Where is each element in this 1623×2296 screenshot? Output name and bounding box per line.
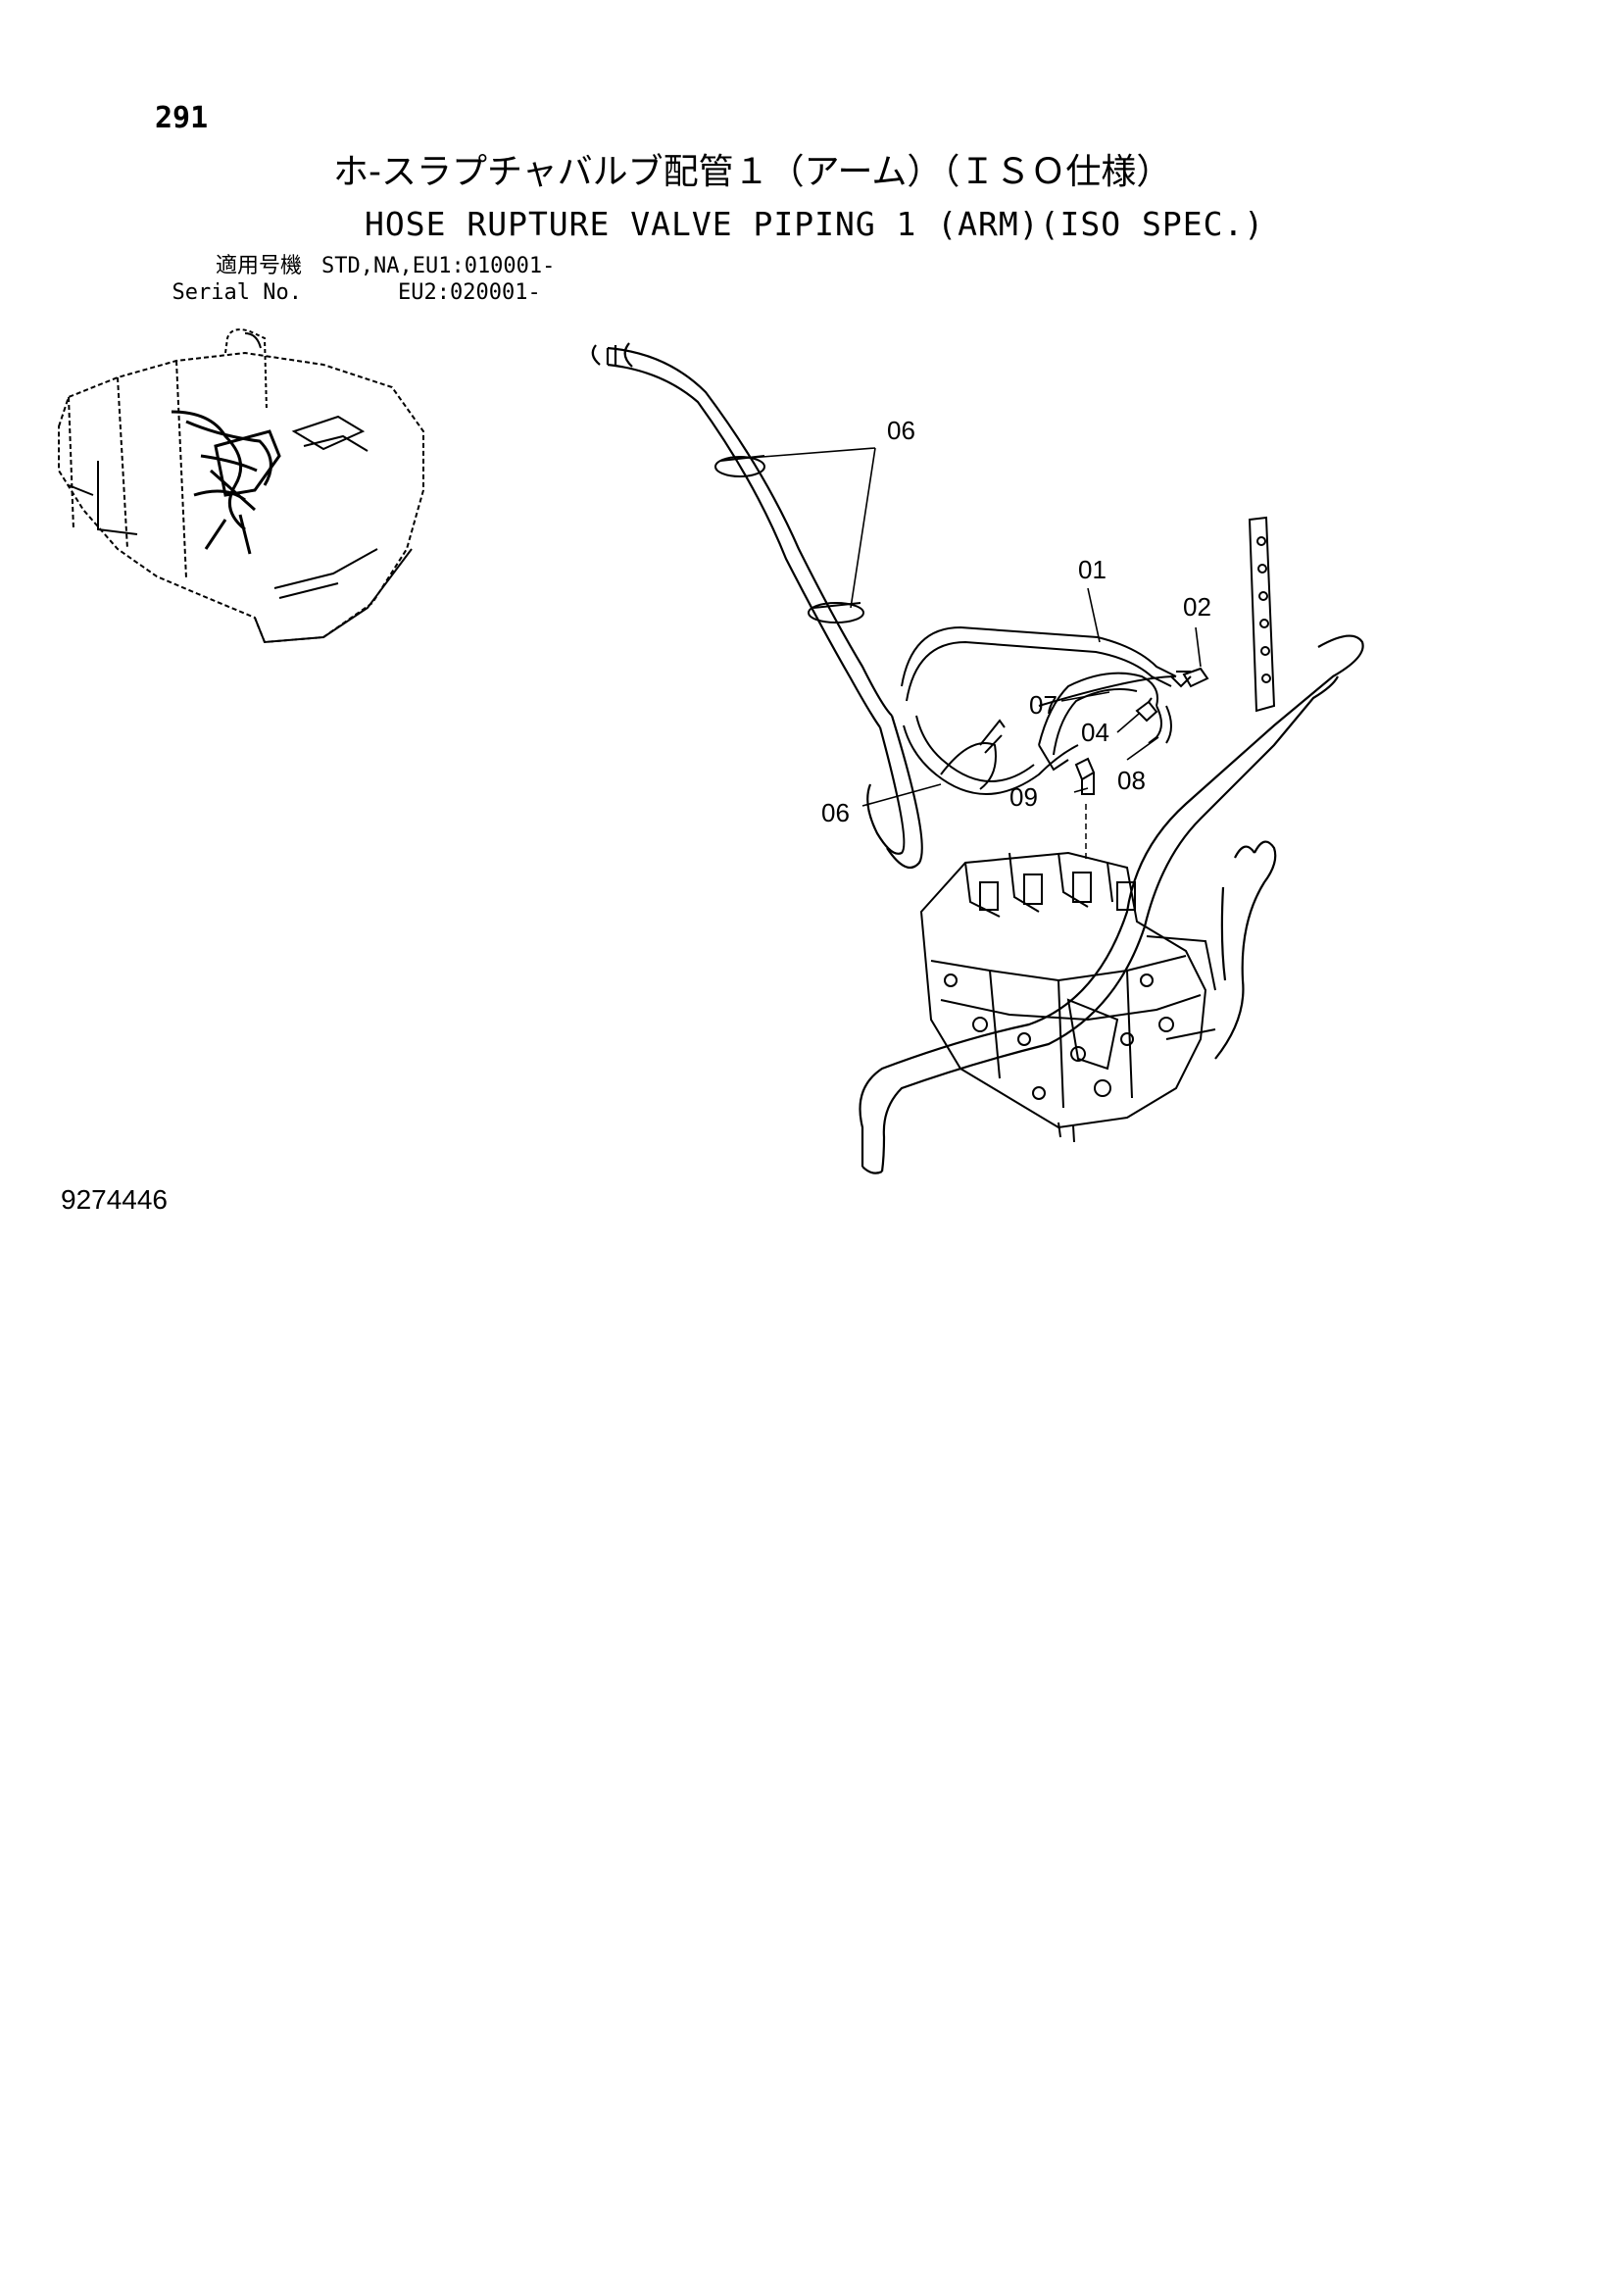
page-title-english: HOSE RUPTURE VALVE PIPING 1 (ARM)(ISO SP… [365, 205, 1265, 243]
page-title-japanese: ホ-スラプチャバルブ配管１（アーム）（ＩＳＯ仕様） [333, 152, 1172, 192]
callout-08: 08 [1117, 766, 1146, 795]
callout-01: 01 [1078, 555, 1107, 584]
hose-07 [1038, 672, 1158, 772]
control-valve [919, 851, 1216, 1143]
fitting-08 [1148, 705, 1172, 744]
hose-01 [901, 625, 1192, 795]
loop-clamp-06-lower [940, 719, 1006, 790]
mounting-bracket [1248, 516, 1276, 713]
serial-range-1: STD,NA,EU1:010001- [321, 254, 556, 278]
serial-applicability: 適用号機 STD,NA,EU1:010001- Serial No. EU2:0… [155, 253, 556, 306]
callout-06-upper: 06 [887, 416, 915, 445]
serial-label-japanese: 適用号機 [215, 254, 302, 278]
drawing-number: 9274446 [61, 1184, 169, 1215]
page-number: 291 [155, 101, 209, 135]
fitting-09 [1074, 757, 1096, 795]
serial-range-2: EU2:020001- [398, 280, 541, 305]
callout-06-lower: 06 [821, 798, 850, 827]
callout-labels: 06 01 02 07 04 08 09 06 [821, 416, 1211, 827]
excavator-overview-thumbnail [58, 328, 424, 644]
hose-pair-main [591, 342, 923, 870]
pipe-lines [859, 634, 1364, 1174]
callout-02: 02 [1183, 592, 1211, 622]
fitting-04 [1135, 697, 1158, 723]
fitting-02 [1182, 667, 1209, 688]
clamps-06-upper [714, 455, 864, 624]
serial-label-english: Serial No. [172, 280, 302, 305]
callout-04: 04 [1081, 718, 1109, 747]
callout-07: 07 [1029, 690, 1057, 720]
leader-lines [749, 447, 1202, 807]
callout-09: 09 [1009, 782, 1038, 812]
